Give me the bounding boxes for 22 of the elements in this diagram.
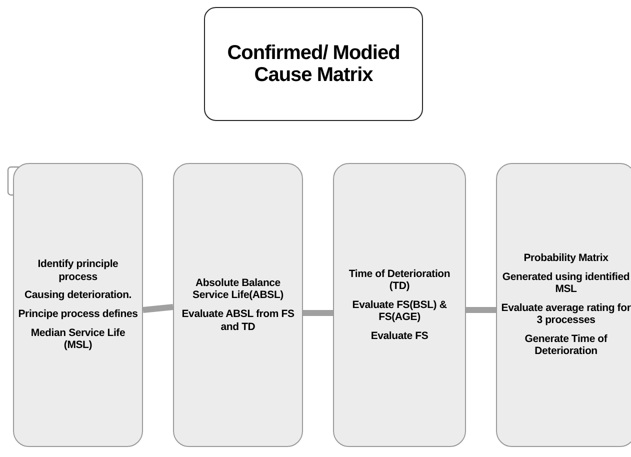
process-box — [496, 163, 631, 447]
connector-line — [466, 307, 496, 313]
box-text: Absolute Balance Service Life(ABSL) — [192, 276, 284, 302]
box-text: Principe process defines — [18, 308, 138, 321]
process-box — [333, 163, 466, 447]
process-box — [173, 163, 303, 447]
title-box — [204, 7, 423, 121]
connector-line — [303, 310, 333, 316]
box-text: Generate Time of Deterioration — [524, 332, 608, 358]
box-text: Probability Matrix — [524, 252, 608, 265]
box-text: Generated using identified MSL — [501, 270, 631, 296]
box-text: Evaluate ABSL from FS and TD — [180, 308, 296, 334]
process-box — [13, 163, 143, 447]
box-text: Causing deterioration. — [24, 289, 132, 302]
box-text: Median Service Life (MSL) — [30, 326, 126, 352]
box-text: Time of Deterioration (TD) — [348, 268, 452, 293]
box-text: Confirmed/ Modied Cause Matrix — [226, 42, 401, 86]
box-text: Evaluate average rating for 3 processes — [501, 302, 631, 327]
box-text: Evaluate FS(BSL) & FS(AGE) — [351, 298, 448, 324]
box-text: Identify principle process — [36, 258, 120, 284]
box-text: Evaluate FS — [370, 330, 428, 342]
connector-line — [142, 304, 174, 313]
